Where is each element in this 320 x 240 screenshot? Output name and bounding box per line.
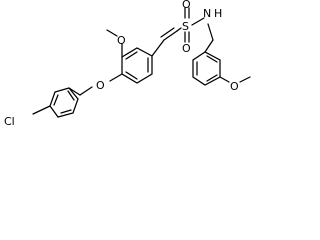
bond-ring-o-ether xyxy=(109,73,123,82)
central-ring-double-3 xyxy=(125,71,138,80)
chlorine-label: Cl xyxy=(4,115,15,128)
bond-o-methyl-left xyxy=(106,29,118,37)
ether-oxygen: O xyxy=(96,79,105,92)
left-ring-double-3 xyxy=(67,90,75,101)
bond-s-n xyxy=(191,17,205,26)
bond-ch2-ring xyxy=(204,39,214,53)
bond-ch2-ring-left xyxy=(68,87,81,96)
atom-labels: S O O N H O O O Cl xyxy=(4,0,239,128)
bond-n-ch2 xyxy=(207,23,214,41)
bond-ring-cl xyxy=(32,105,51,115)
bond-vinyl-double-b xyxy=(160,27,175,38)
sulfonyl-oxygen-top: O xyxy=(182,0,191,11)
nitrogen-label: N xyxy=(203,7,211,20)
central-ring-double-1 xyxy=(125,51,138,60)
bonds xyxy=(32,7,251,118)
molecule-diagram: S O O N H O O O Cl xyxy=(0,0,264,139)
right-ring-double-2 xyxy=(206,74,218,82)
right-ring xyxy=(192,51,221,86)
left-ring-double-2 xyxy=(60,109,72,114)
nh-hydrogen-label: H xyxy=(214,7,222,20)
sulfur-label: S xyxy=(182,20,189,33)
bond-ring-vinyl xyxy=(151,39,165,57)
bond-vinyl-s xyxy=(176,27,182,32)
methoxy-oxygen-right: O xyxy=(230,80,239,93)
bond-o-ch2 xyxy=(79,86,93,96)
structure-svg: S O O N H O O O Cl xyxy=(4,0,251,128)
left-ring xyxy=(49,87,79,118)
bond-o-methyl-right xyxy=(239,76,251,83)
right-ring-double-3 xyxy=(206,55,218,63)
methoxy-oxygen-left: O xyxy=(117,34,126,47)
bond-vinyl-double-a xyxy=(163,30,178,41)
left-ring-double-1 xyxy=(53,94,59,106)
bond-ring-o-right xyxy=(219,76,230,83)
sulfonyl-oxygen-bottom: O xyxy=(182,42,191,55)
